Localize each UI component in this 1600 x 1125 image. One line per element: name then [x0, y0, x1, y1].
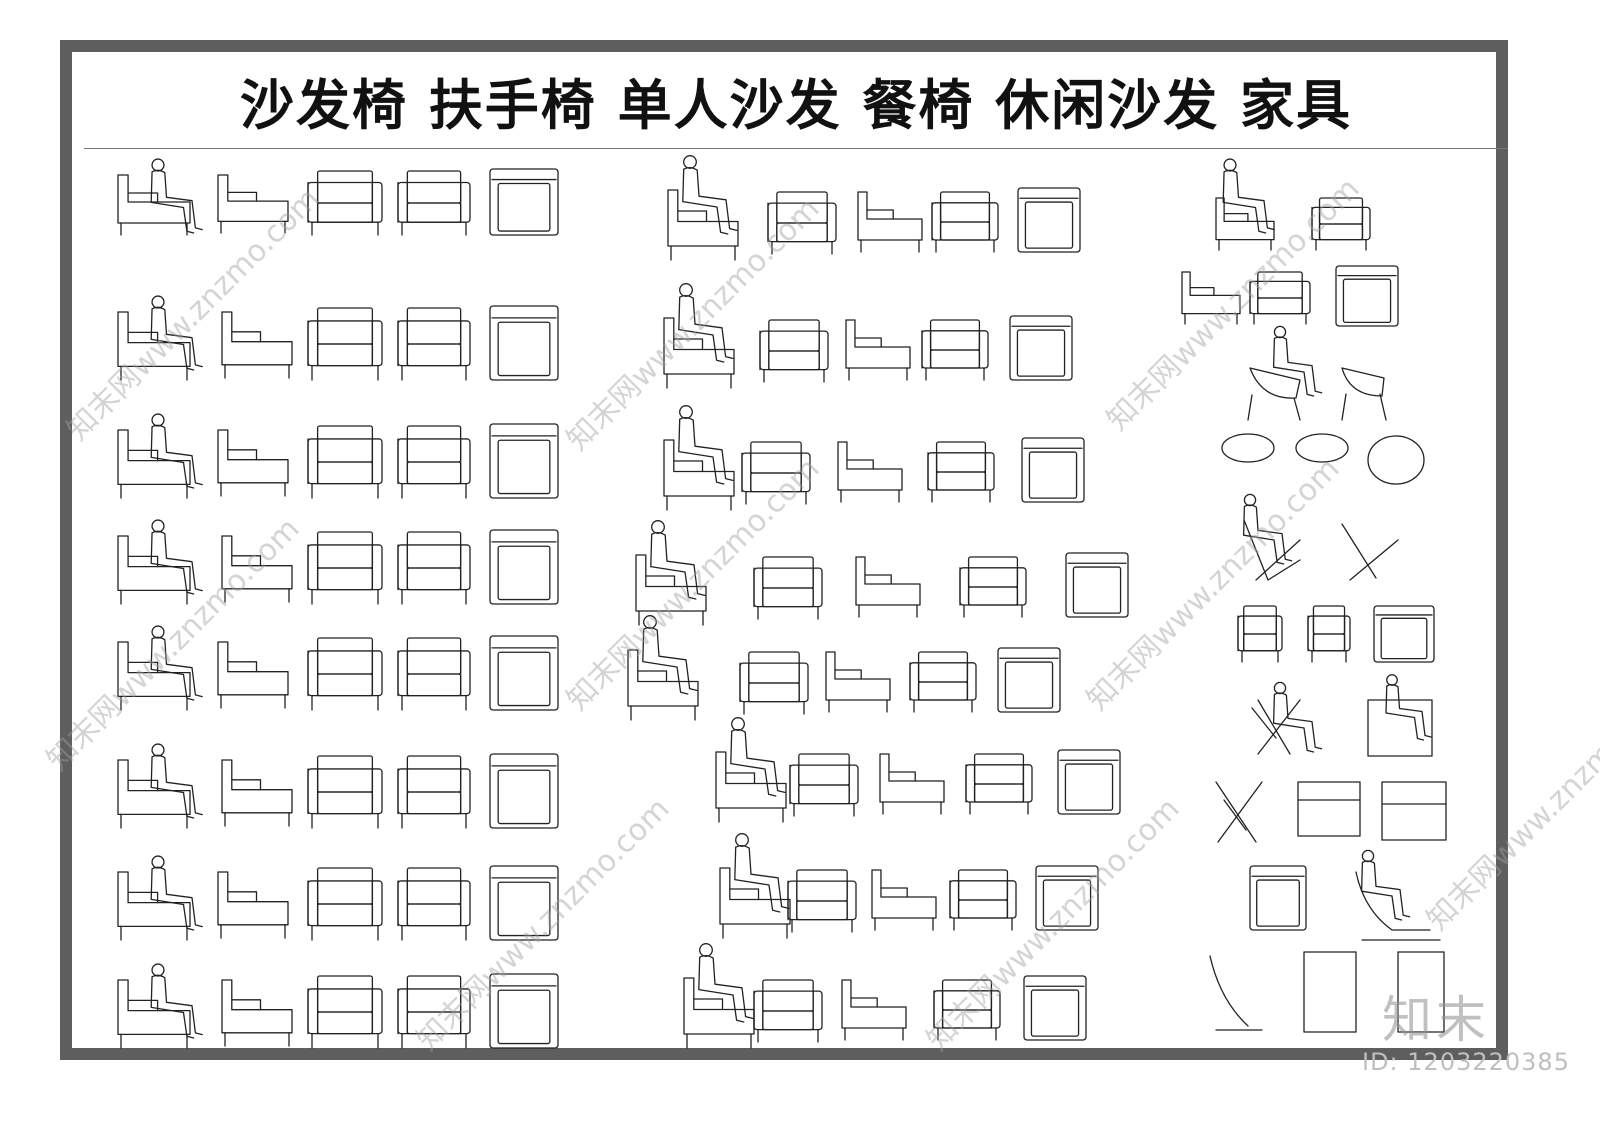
- furniture-row-middle-3: [663, 405, 1085, 511]
- drawing-frame: 沙发椅 扶手椅 单人沙发 餐椅 休闲沙发 家具: [60, 40, 1508, 1060]
- furniture-row-left-7: [117, 855, 559, 941]
- image-id-label: ID: 1203220385: [1362, 1048, 1570, 1076]
- furniture-row-left-4: [117, 519, 559, 605]
- furniture-row-middle-8: [683, 943, 1087, 1049]
- furniture-row-left-3: [117, 413, 559, 499]
- watermark-logo: 知末: [1382, 991, 1490, 1049]
- furniture-row-left-6: [117, 743, 559, 829]
- furniture-column-right: [1181, 158, 1447, 1033]
- furniture-row-middle-4: [635, 520, 1129, 626]
- furniture-row-left-2: [117, 295, 559, 381]
- sheet-title: 沙发椅 扶手椅 单人沙发 餐椅 休闲沙发 家具: [240, 74, 1352, 137]
- title-band: 沙发椅 扶手椅 单人沙发 餐椅 休闲沙发 家具: [84, 64, 1508, 149]
- furniture-row-middle-2: [663, 283, 1073, 389]
- furniture-row-left-8: [117, 963, 559, 1049]
- furniture-row-left-5: [117, 625, 559, 711]
- furniture-row-left-1: [117, 158, 559, 236]
- furniture-row-middle-7: [719, 833, 1099, 939]
- furniture-row-middle-6: [715, 717, 1121, 823]
- furniture-row-middle-5: [627, 615, 1061, 721]
- furniture-row-middle-1: [667, 155, 1081, 261]
